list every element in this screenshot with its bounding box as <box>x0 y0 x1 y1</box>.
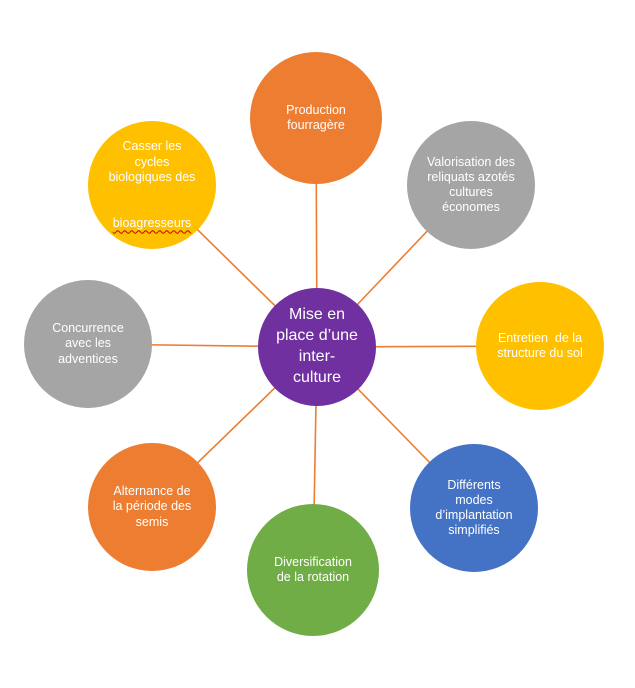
node-label: Production fourragère <box>286 102 346 132</box>
node-label: Diversification de la rotation <box>274 554 352 584</box>
node-label: Alternance de la période des semis <box>112 484 192 529</box>
node-casser-cycles: Casser les cycles biologiques des bioagr… <box>88 121 216 249</box>
node-label: Casser les cycles biologiques des <box>108 139 196 184</box>
node-modes-implantation: Différents modes d’implantation simplifi… <box>410 444 538 572</box>
node-label: Différents modes d’implantation simplifi… <box>435 477 513 538</box>
node-label-misspelled-word: bioagresseurs <box>112 215 192 230</box>
node-production-fourragere: Production fourragère <box>250 52 382 184</box>
node-concurrence-adventices: Concurrence avec les adventices <box>24 280 152 408</box>
node-valorisation-reliquats: Valorisation des reliquats azotés cultur… <box>407 121 535 249</box>
node-label: Valorisation des reliquats azotés cultur… <box>426 154 515 215</box>
node-label: Entretien de la structure du sol <box>497 330 583 360</box>
node-entretien-structure-sol: Entretien de la structure du sol <box>476 282 604 410</box>
node-label: Concurrence avec les adventices <box>52 321 124 366</box>
node-label-group: Casser les cycles biologiques des bioagr… <box>109 109 196 262</box>
node-alternance-semis: Alternance de la période des semis <box>88 443 216 571</box>
node-diversification-rotation: Diversification de la rotation <box>247 504 379 636</box>
center-node-label: Mise en place d’une inter- culture <box>276 306 358 386</box>
node-center-interculture: Mise en place d’une inter- culture <box>258 288 376 406</box>
